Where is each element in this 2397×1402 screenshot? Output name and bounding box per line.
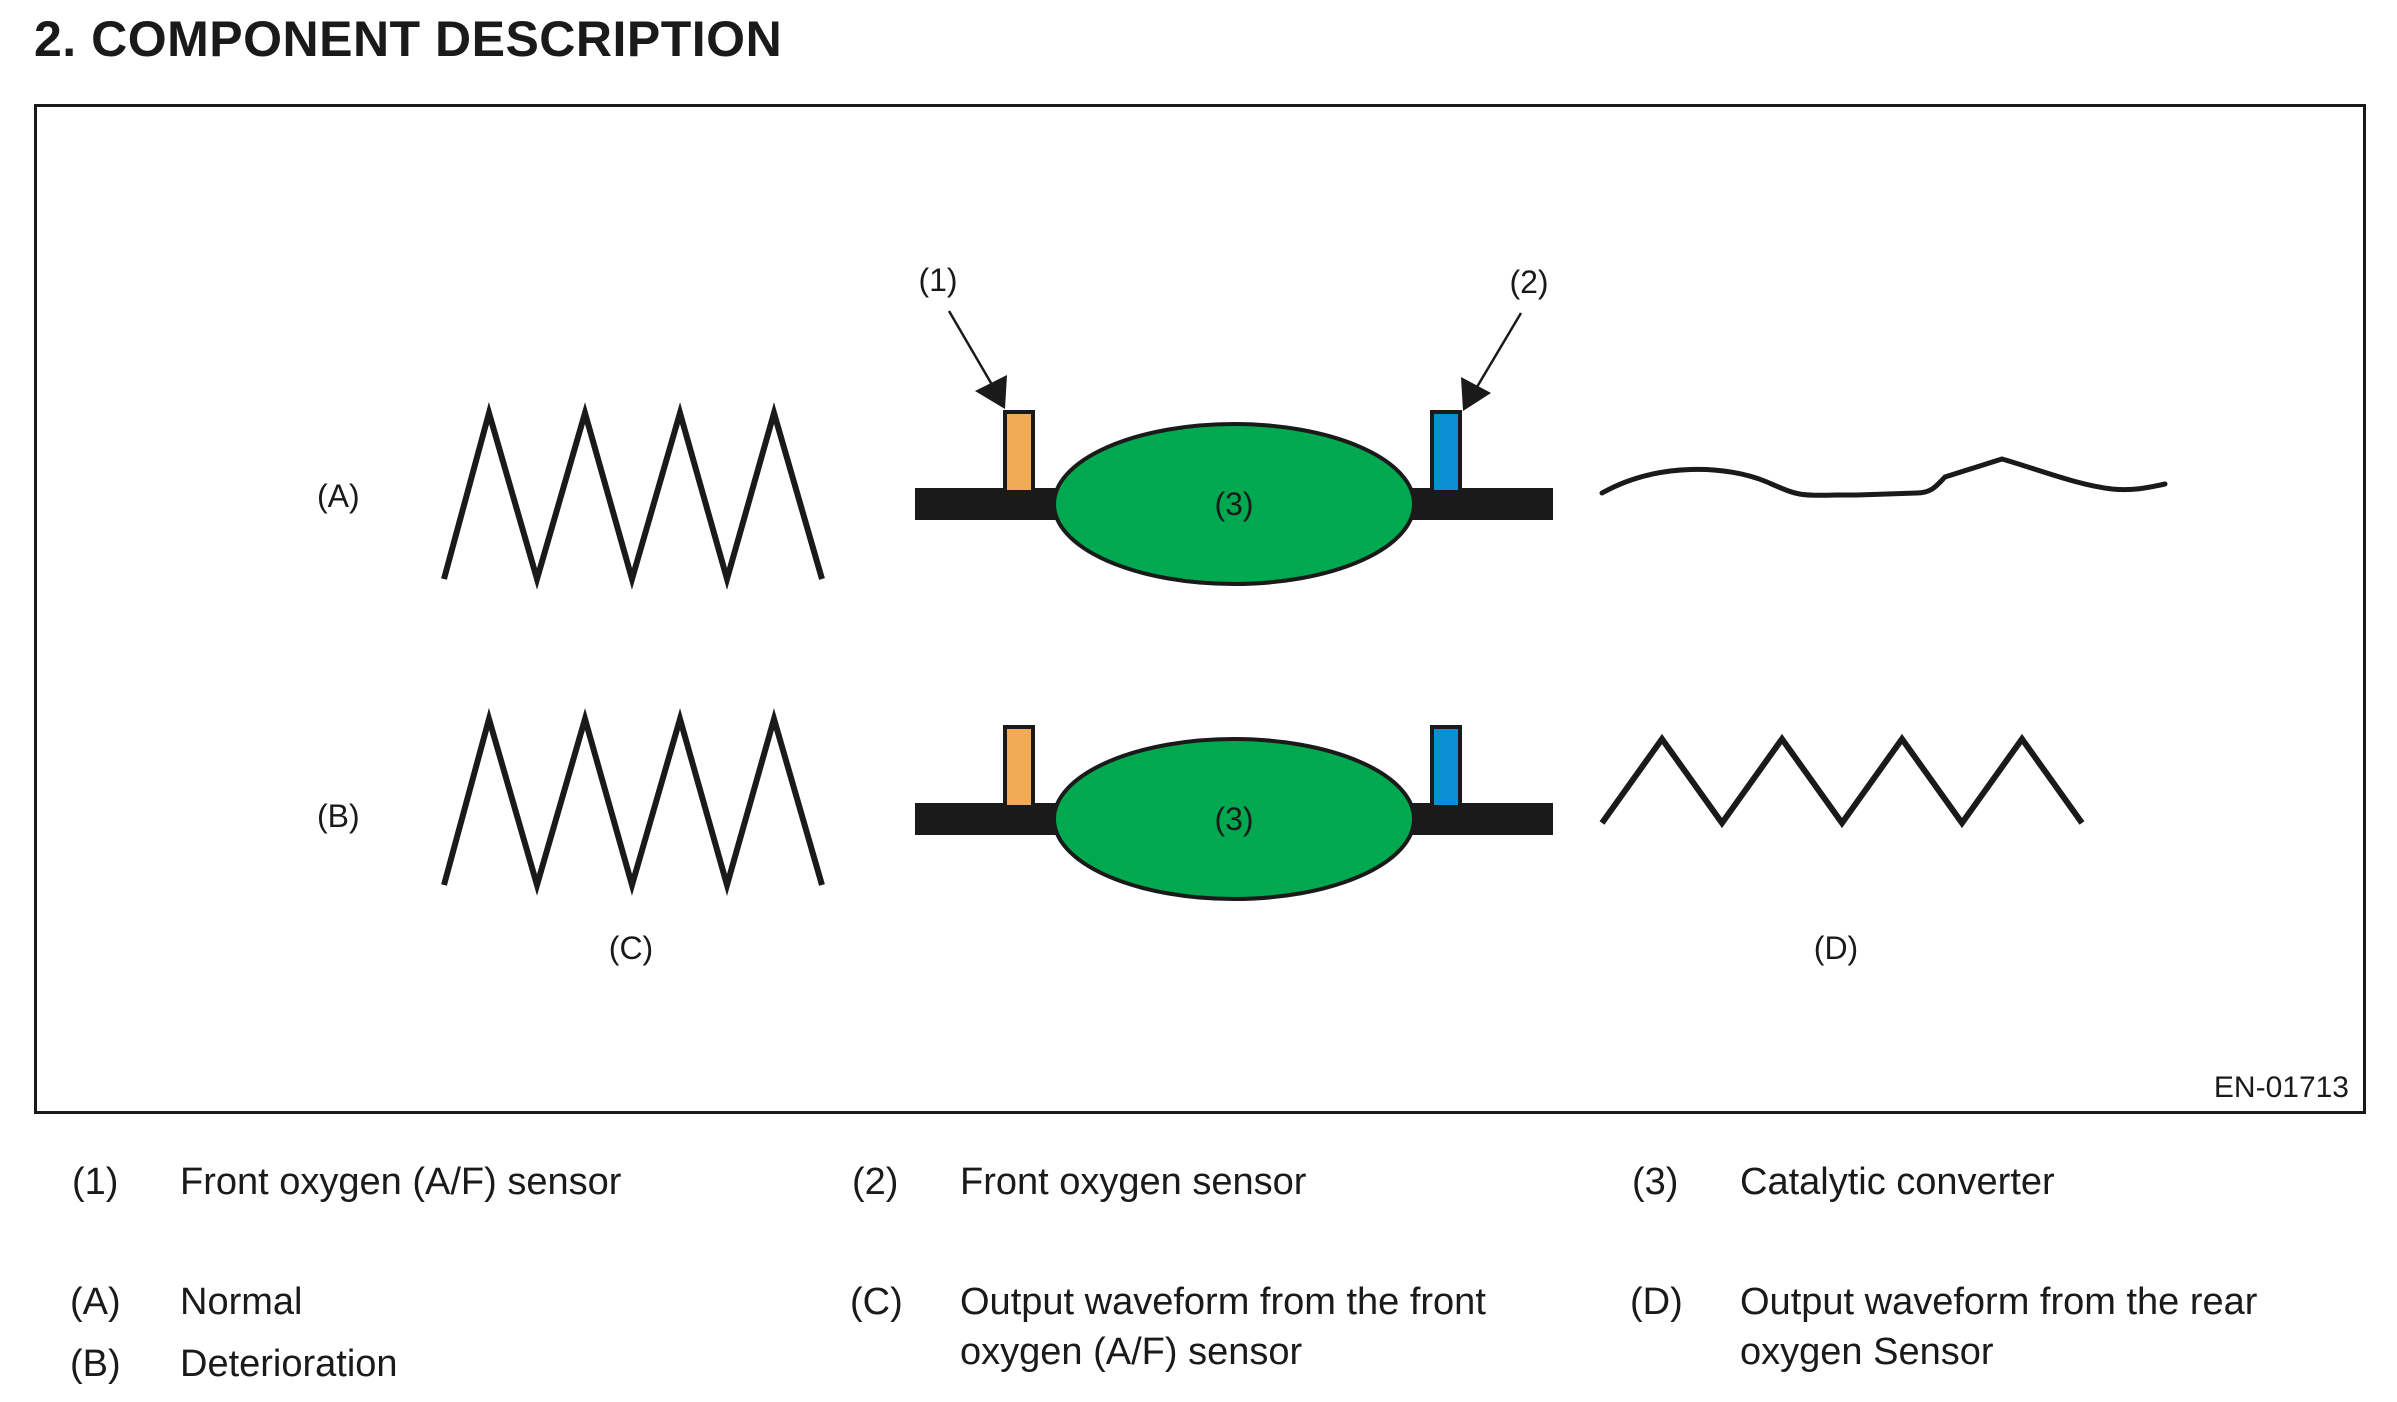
catalytic-converter [1052, 422, 1416, 586]
legend-text: oxygen Sensor [1740, 1331, 1994, 1373]
row-label-normal: (A) [317, 478, 360, 514]
catalytic-converter [1052, 737, 1416, 901]
callout-leader-rear [1469, 312, 1523, 398]
exhaust-assembly-deterioration: (3) [915, 725, 1553, 901]
legend-key: (2) [852, 1161, 899, 1203]
legend-key: (A) [70, 1281, 121, 1323]
component-figure: (A) (B) (3) (1) (2) (3) [34, 104, 2366, 1114]
callout-leader-front [947, 310, 1000, 396]
legend-text: Output waveform from the front [960, 1281, 1486, 1323]
diagram-canvas: (A) (B) (3) (1) (2) (3) [317, 262, 2168, 966]
legend-text: Deterioration [180, 1343, 398, 1385]
legend-key: (1) [72, 1161, 119, 1203]
legend-key: (B) [70, 1343, 121, 1385]
legend-text: oxygen (A/F) sensor [960, 1331, 1303, 1373]
legend-key: (3) [1632, 1161, 1679, 1203]
legend-text: Catalytic converter [1740, 1161, 2055, 1203]
callout-label-rear: (2) [1509, 264, 1548, 300]
legend-text: Front oxygen sensor [960, 1161, 1307, 1203]
legend-text: Output waveform from the rear [1740, 1281, 2258, 1323]
figure-code: EN-01713 [2213, 1071, 2349, 1104]
legend-text: Front oxygen (A/F) sensor [180, 1161, 622, 1203]
front-waveform-deterioration [441, 707, 825, 897]
converter-label: (3) [1214, 486, 1253, 522]
front-waveform-normal [441, 401, 825, 591]
rear-waveform-deterioration [1599, 733, 2085, 829]
callout-arrow-front [975, 375, 1007, 409]
front-oxygen-sensor [1003, 725, 1035, 809]
rear-oxygen-sensor [1430, 410, 1462, 494]
column-label-rear-waveform: (D) [1814, 930, 1858, 966]
section-heading: 2. COMPONENT DESCRIPTION [34, 11, 783, 67]
legend-text: Normal [180, 1281, 303, 1323]
callout-label-front: (1) [918, 262, 957, 298]
column-label-front-waveform: (C) [609, 930, 653, 966]
row-label-deterioration: (B) [317, 798, 360, 834]
rear-oxygen-sensor [1430, 725, 1462, 809]
legend-key: (D) [1630, 1281, 1683, 1323]
callout-arrow-rear [1461, 377, 1491, 411]
legend-key: (C) [850, 1281, 903, 1323]
exhaust-assembly-normal: (3) [915, 410, 1553, 586]
front-oxygen-sensor [1003, 410, 1035, 494]
rear-waveform-normal [1599, 456, 2168, 498]
converter-label: (3) [1214, 801, 1253, 837]
